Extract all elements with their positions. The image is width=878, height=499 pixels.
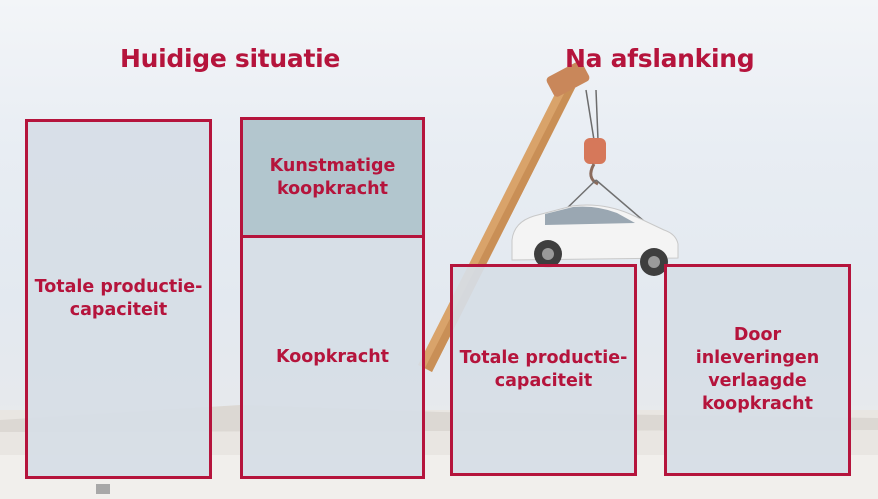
heading-current-situation: Huidige situatie <box>120 44 341 73</box>
label-total-production-capacity-current: Totale productie- capaciteit <box>34 277 203 320</box>
label-reduced-purchasing-power: Door inleveringen verlaagde koopkracht <box>695 325 820 414</box>
box-total-production-capacity-after: Totale productie- capaciteit <box>450 264 637 476</box>
box-total-production-capacity-current: Totale productie- capaciteit <box>25 119 212 479</box>
box-artificial-purchasing-power: Kunstmatige koopkracht <box>240 117 425 238</box>
label-total-production-capacity-after: Totale productie- capaciteit <box>459 348 628 391</box>
box-reduced-purchasing-power: Door inleveringen verlaagde koopkracht <box>664 264 851 476</box>
heading-after-slimming: Na afslanking <box>565 44 755 73</box>
box-purchasing-power: Koopkracht <box>240 235 425 479</box>
label-purchasing-power: Koopkracht <box>275 346 390 367</box>
label-artificial-purchasing-power: Kunstmatige koopkracht <box>269 155 396 199</box>
